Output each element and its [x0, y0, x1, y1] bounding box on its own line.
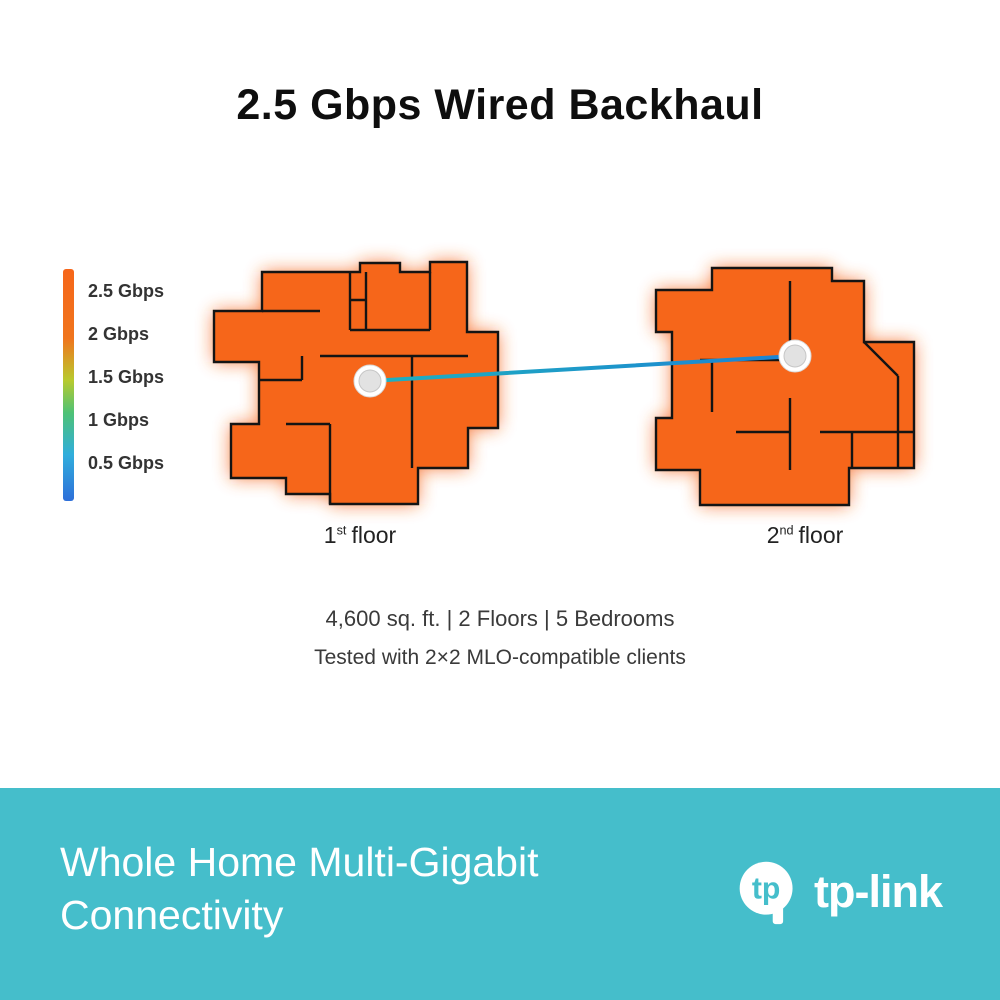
floor-2-number: 2	[766, 522, 780, 548]
banner-headline-line2: Connectivity	[60, 892, 284, 939]
specs-line-1: 4,600 sq. ft. | 2 Floors | 5 Bedrooms	[325, 606, 675, 631]
tp-link-wordmark: tp-link	[814, 866, 943, 917]
floor-1-word: floor	[351, 522, 397, 548]
banner-headline: Whole Home Multi-Gigabit Connectivity	[60, 836, 539, 943]
floor-1-ordinal: st	[336, 523, 347, 538]
legend-label-2gbps: 2 Gbps	[88, 324, 150, 344]
floor-1-number: 1	[323, 522, 337, 548]
floor-plan-2-heatmap	[654, 266, 916, 507]
tp-link-logo-icon: tp	[739, 861, 793, 925]
legend-label-1_5gbps: 1.5 Gbps	[88, 367, 165, 387]
tp-link-logo: tp tp-link	[734, 856, 943, 928]
banner-headline-line1: Whole Home Multi-Gigabit	[60, 839, 539, 885]
legend-label-0_5gbps: 0.5 Gbps	[88, 453, 165, 473]
backhaul-link-line	[368, 354, 797, 383]
tp-link-monogram: tp	[752, 873, 781, 906]
speed-legend: 2.5 Gbps 2 Gbps 1.5 Gbps 1 Gbps 0.5 Gbps	[63, 269, 193, 509]
legend-gradient-bar	[63, 269, 74, 501]
legend-label-1gbps: 1 Gbps	[88, 410, 150, 430]
specs-line-2: Tested with 2×2 MLO-compatible clients	[314, 646, 686, 669]
legend-labels: 2.5 Gbps 2 Gbps 1.5 Gbps 1 Gbps 0.5 Gbps	[88, 282, 164, 472]
floor-2-ordinal: nd	[779, 523, 794, 538]
legend-label-2_5gbps: 2.5 Gbps	[88, 281, 165, 301]
floor-2-word: floor	[798, 522, 844, 548]
bottom-banner: Whole Home Multi-Gigabit Connectivity tp…	[0, 788, 1000, 1000]
mesh-node-marker-1	[353, 364, 387, 398]
mesh-node-marker-2	[778, 339, 812, 373]
page-title: 2.5 Gbps Wired Backhaul	[236, 80, 764, 129]
floor-1-interior-walls	[259, 272, 468, 504]
